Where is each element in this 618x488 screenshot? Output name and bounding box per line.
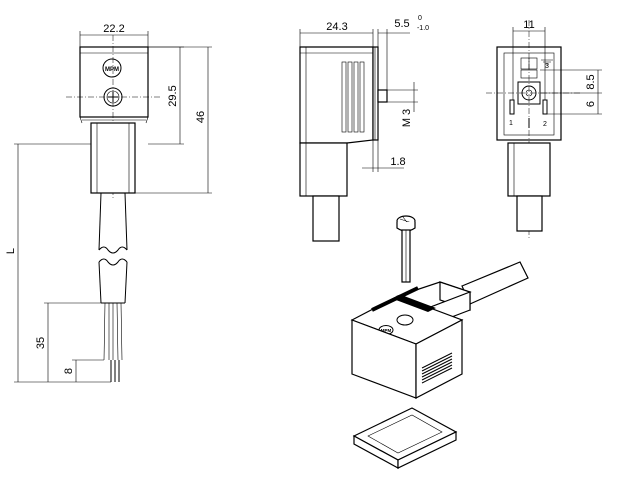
iso-logo-text: MPM — [381, 328, 392, 333]
front-end-dim: 8 — [63, 368, 75, 374]
front-view: MPM 22.2 29.5 — [5, 23, 212, 383]
iso-view: MPM — [350, 215, 529, 470]
end-pin-label-2: 2 — [543, 121, 547, 128]
end-pin-dim-1: 8.5 — [585, 74, 597, 89]
front-cable — [98, 192, 102, 251]
front-width-dim: 22.2 — [103, 23, 124, 35]
ground-icon — [541, 59, 553, 65]
front-strip-dim: 35 — [35, 337, 47, 349]
end-pin-label-3: 3 — [545, 63, 549, 70]
side-cable — [312, 195, 340, 242]
front-housing — [79, 46, 149, 118]
side-thread-dim: M 3 — [401, 109, 413, 127]
end-pin-dim-2: 6 — [585, 101, 597, 107]
side-tol-upper: 0 — [418, 15, 422, 22]
end-cable — [516, 195, 543, 232]
side-lower-body — [299, 142, 348, 197]
front-logo-badge — [102, 58, 122, 78]
end-view: 1 2 3 11 8.5 6 — [486, 19, 602, 240]
side-tab — [377, 89, 388, 103]
front-lower-body — [90, 122, 136, 194]
side-flange — [372, 46, 379, 141]
end-pin-1 — [509, 99, 515, 115]
front-logo-text: MPM — [105, 67, 119, 73]
side-gap-dim: 1.8 — [390, 156, 405, 168]
iso-ribs — [421, 352, 453, 384]
end-lower-body — [507, 142, 551, 197]
iso-cable — [461, 261, 529, 305]
iso-screw — [396, 215, 416, 283]
end-width-dim: 11 — [523, 19, 534, 31]
end-pin-label-1: 1 — [509, 120, 513, 127]
side-view: 24.3 5.5 0 -1.0 M 3 1.8 — [299, 15, 429, 242]
side-housing — [299, 46, 374, 144]
side-ribs — [341, 61, 365, 133]
side-tol-lower: -1.0 — [417, 25, 429, 32]
front-wires — [103, 302, 123, 361]
side-width-dim: 24.3 — [326, 21, 347, 33]
front-total-height-dim: 46 — [195, 111, 207, 123]
front-height-dim: 29.5 — [167, 85, 179, 106]
side-tab-dim: 5.5 — [394, 18, 409, 30]
iso-gasket — [352, 407, 458, 470]
front-length-dim: L — [5, 248, 17, 254]
